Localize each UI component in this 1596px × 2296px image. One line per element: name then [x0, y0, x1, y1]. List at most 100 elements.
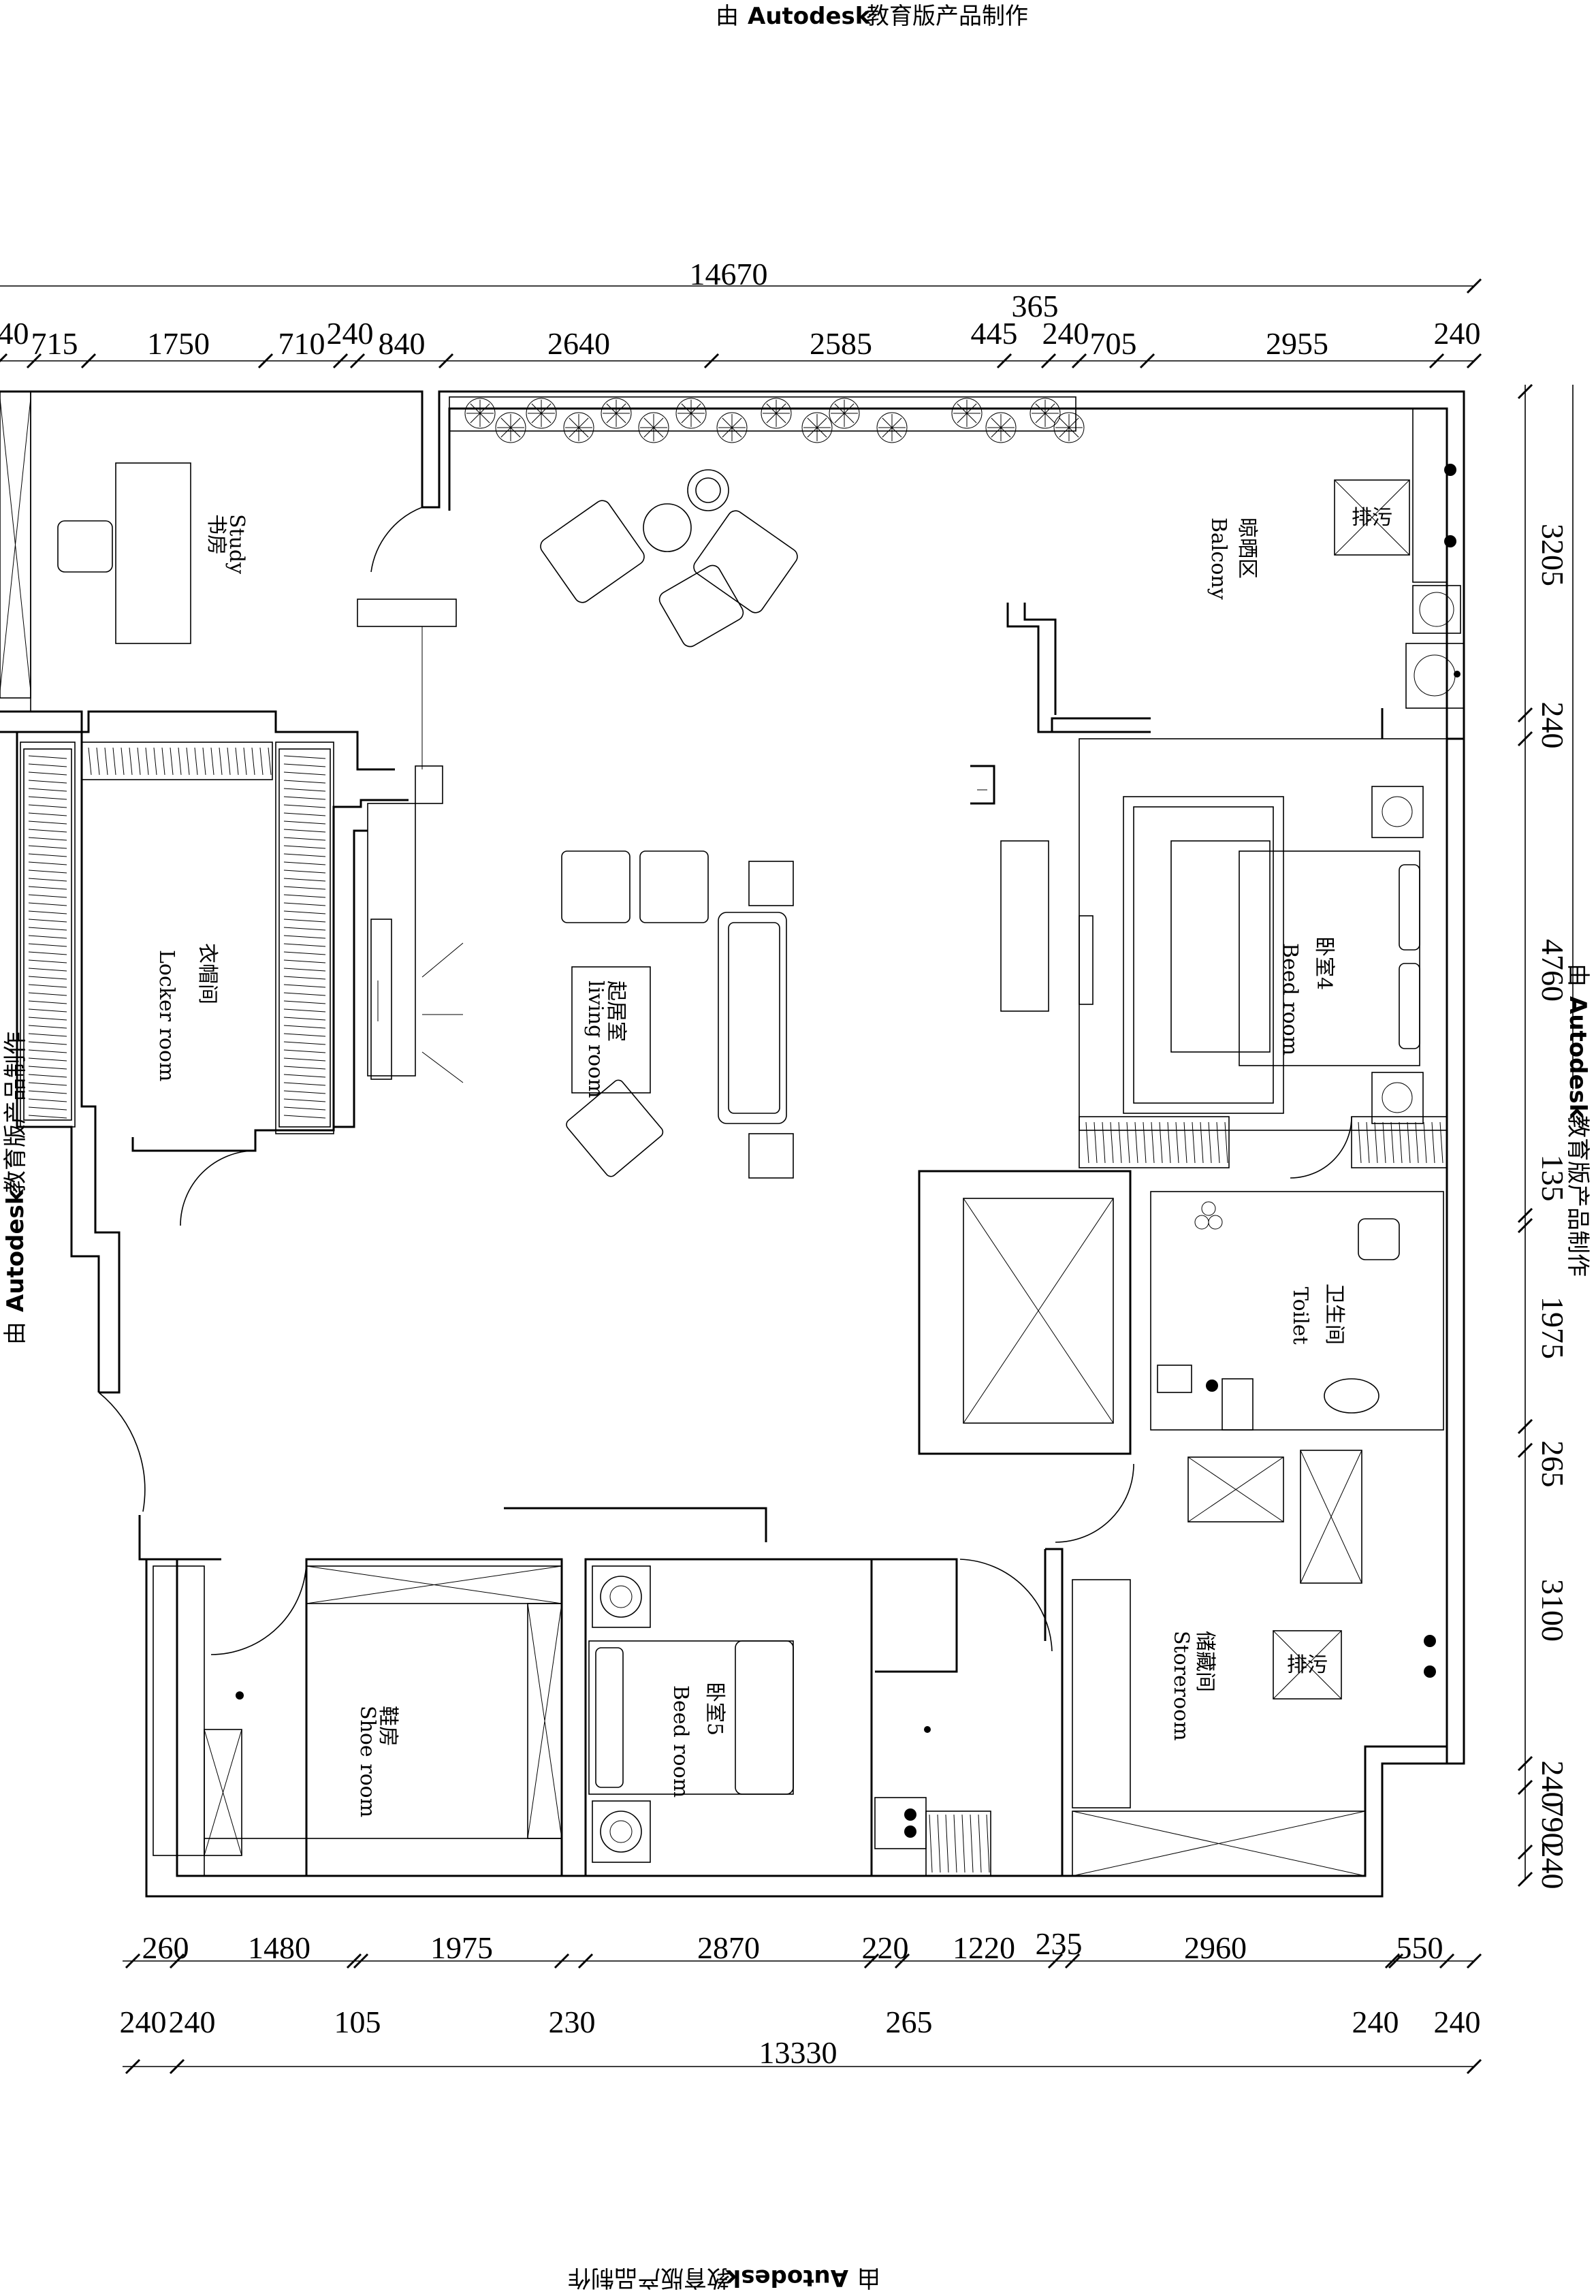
hanger: [1208, 1121, 1212, 1164]
hanger: [251, 747, 255, 776]
hanger: [937, 1814, 941, 1873]
hanger: [28, 853, 67, 857]
bed4-label-cn: 卧室4: [1312, 936, 1336, 990]
dim-tick: [1040, 353, 1057, 369]
dim-bottom-r1-1: 1480: [248, 1930, 310, 1965]
side-table: [687, 469, 729, 511]
hanger: [28, 780, 67, 784]
hanger: [1143, 1121, 1147, 1164]
armchair-2: [639, 850, 709, 923]
hanger: [28, 1074, 67, 1078]
hanger: [1358, 1121, 1362, 1164]
bed4-label-en: Beed room: [1278, 943, 1302, 1055]
hanger: [283, 984, 326, 988]
hanger: [283, 951, 326, 955]
hanger: [283, 943, 326, 947]
hanger: [283, 853, 326, 857]
dim-right-7: 240: [1535, 1761, 1570, 1808]
hanger: [283, 1057, 326, 1062]
watermark-bottom-prefix: 由: [857, 2264, 880, 2291]
bottom-dimensions: 260 1480 1975 2870 220 1220 235 2960 550…: [120, 1926, 1482, 2075]
locker-door-swing[interactable]: [180, 1150, 256, 1226]
hanger: [235, 747, 239, 776]
dim-top-seg-4: 240: [327, 316, 374, 351]
rug: [1123, 796, 1284, 1114]
hanger: [28, 1000, 67, 1004]
bed-4: [1239, 850, 1420, 1066]
hanger: [283, 804, 326, 808]
study: 书房 Study: [0, 391, 457, 769]
storeroom-door-swing[interactable]: [1055, 1463, 1134, 1543]
bedroom-5-door-swing[interactable]: [959, 1559, 1053, 1652]
dim-tick: [996, 353, 1012, 369]
hanger: [161, 747, 165, 776]
plant-icon: [464, 398, 496, 429]
dim-tick: [169, 1953, 185, 1969]
hanger: [28, 886, 67, 890]
watermark-left-suffix: 教育版产品制作: [2, 1032, 29, 1194]
dim-bottom-r2-2: 105: [334, 2005, 381, 2039]
hanger: [28, 837, 67, 841]
hanger: [28, 820, 67, 825]
hanger: [28, 984, 67, 988]
shoe-door-swing[interactable]: [210, 1559, 307, 1655]
lounge-chair-2: [693, 510, 798, 613]
hanger: [28, 927, 67, 931]
dim-bottom-r1-8: 550: [1396, 1930, 1443, 1965]
dim-tick: [349, 353, 366, 369]
hanger: [28, 968, 67, 972]
entry-door-swing[interactable]: [98, 1392, 146, 1512]
hanger: [227, 747, 231, 776]
dim-top-seg-0: 240: [0, 316, 29, 351]
dim-right-4: 1975: [1535, 1296, 1570, 1359]
hanger: [283, 910, 326, 914]
hanger: [28, 1082, 67, 1086]
dim-tick: [346, 1953, 362, 1969]
hanger: [283, 1008, 326, 1013]
lounge-chair-3: [658, 564, 744, 648]
hanger: [28, 959, 67, 963]
dim-tick: [1047, 1953, 1064, 1969]
dim-right-6: 3100: [1535, 1579, 1570, 1642]
hanger: [283, 919, 326, 923]
hanger: [96, 747, 100, 776]
hanger: [283, 1074, 326, 1078]
toilet: 卫生间 Toilet: [918, 1170, 1444, 1455]
hanger: [1423, 1121, 1427, 1164]
dim-bottom-r1-2: 1975: [430, 1930, 493, 1965]
vent-box-1: [1334, 479, 1410, 556]
locker-label-en: Locker room: [155, 950, 178, 1082]
hanger: [1415, 1121, 1419, 1164]
hanger: [28, 771, 67, 776]
lounge-chair-1: [540, 500, 645, 603]
dim-tick: [1071, 353, 1087, 369]
locker-room: 衣帽间 Locker room: [17, 710, 1443, 1873]
round-table: [643, 503, 692, 552]
hanger: [170, 747, 174, 776]
dim-top-seg-11: 2955: [1266, 326, 1328, 361]
hanger: [283, 1025, 326, 1029]
dim-tick: [1517, 1442, 1533, 1458]
study-chair: [57, 520, 113, 573]
dim-top-upper: 365: [1012, 289, 1059, 323]
plant-icon: [951, 398, 983, 429]
watermark-bottom: 由 Autodesk 教育版产品制作: [568, 2264, 880, 2291]
hanger: [283, 992, 326, 996]
bedroom-4-door-swing[interactable]: [1290, 1116, 1352, 1179]
dim-tick: [703, 353, 720, 369]
dim-top-seg-5: 840: [379, 326, 426, 361]
plant-icon: [985, 412, 1017, 443]
study-door-swing[interactable]: [370, 507, 423, 573]
dim-bottom-r2-4: 265: [886, 2005, 933, 2039]
watermark-top: 由 Autodesk 教育版产品制作: [716, 3, 1028, 30]
hanger: [28, 870, 67, 874]
hanger: [1431, 1121, 1435, 1164]
dim-bottom-r1-4: 220: [862, 1930, 909, 1965]
shoe-room-walls: [305, 1558, 563, 1877]
hanger: [153, 747, 157, 776]
dim-tick: [554, 1953, 570, 1969]
dim-tick: [257, 353, 274, 369]
dim-top-seg-8: 445: [971, 316, 1018, 351]
dim-tick: [1517, 383, 1533, 400]
dim-top-seg-3: 710: [278, 326, 325, 361]
